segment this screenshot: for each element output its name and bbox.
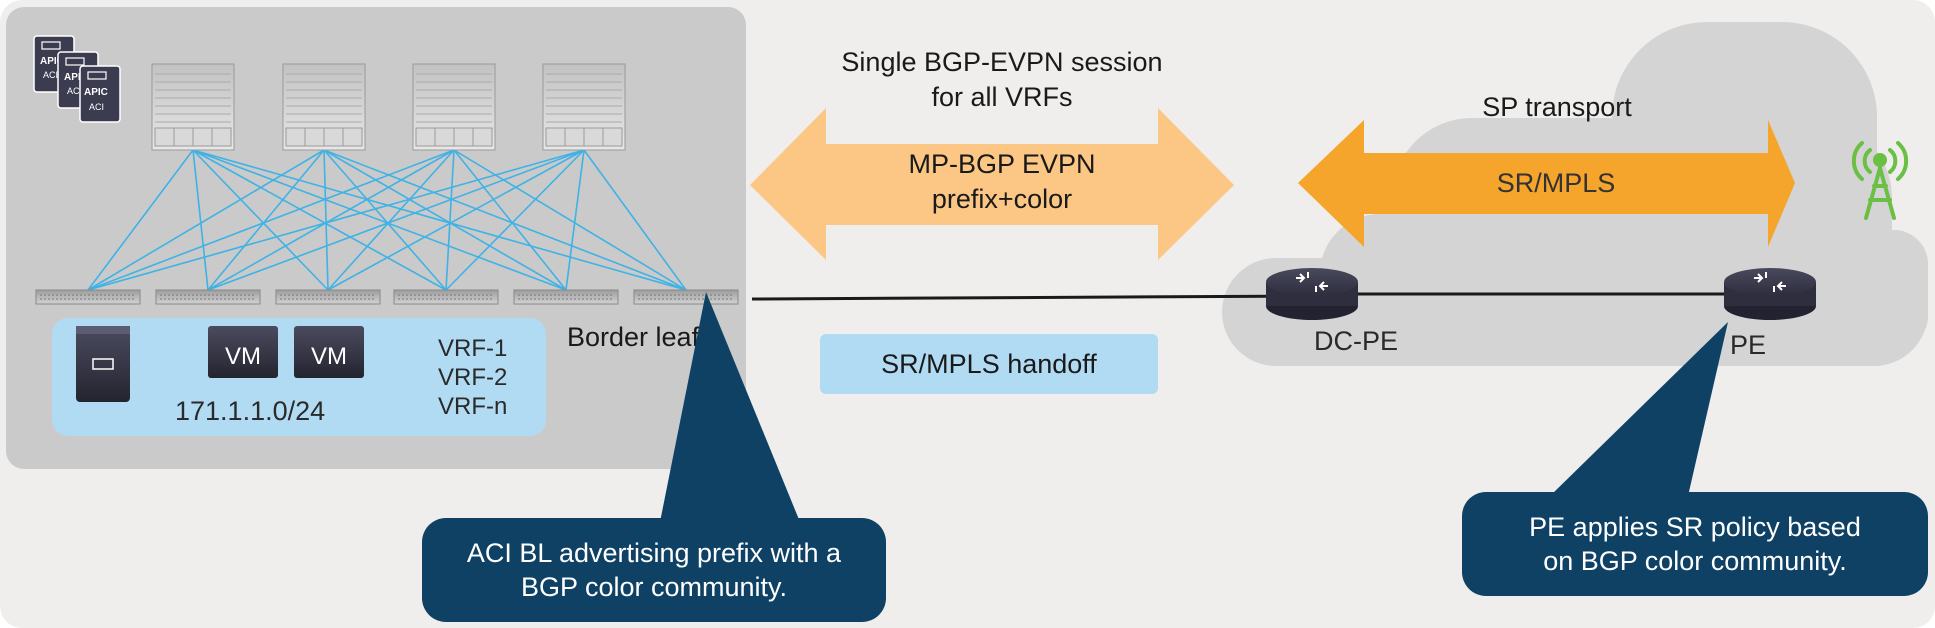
spine-switch-3 (412, 63, 496, 151)
left-callout-line2: BGP color community. (521, 572, 787, 602)
leaf-switch-4 (393, 289, 499, 305)
fabric-link-s3-l5 (453, 149, 567, 291)
evpn-label-line1: MP-BGP EVPN (908, 149, 1095, 179)
handoff-box (820, 334, 1158, 394)
fabric-link-s4-l1 (87, 149, 585, 291)
border-leaf-label: Border leaf (567, 322, 700, 352)
handoff-label: SR/MPLS handoff (881, 349, 1097, 379)
fabric-link-s3-l6 (453, 149, 687, 291)
border-leaf-switch (633, 289, 739, 305)
sp-transport-label: SP transport (1482, 92, 1632, 122)
aci-label-1: ACI (43, 70, 58, 80)
fabric-link-s4-l3 (327, 149, 585, 291)
fabric-link-s4-l2 (207, 149, 585, 291)
fabric-links (87, 149, 687, 291)
right-callout: PE applies SR policy based on BGP color … (1462, 322, 1928, 596)
right-callout-line2: on BGP color community. (1543, 546, 1847, 576)
left-callout: ACI BL advertising prefix with a BGP col… (422, 292, 886, 622)
sr-mpls-label: SR/MPLS (1497, 168, 1616, 198)
fabric-link-s1-l4 (192, 149, 447, 291)
sr-mpls-double-arrow (1298, 120, 1795, 247)
aci-label-3: ACI (89, 102, 104, 112)
fabric-link-s3-l4 (445, 149, 455, 291)
apic-controller-3: APIC ACI (79, 65, 121, 123)
vm-icon-2: VM (294, 326, 364, 378)
fabric-link-s4-l5 (565, 149, 585, 291)
vrf-label-3: VRF-n (438, 393, 507, 420)
session-label-line1: Single BGP-EVPN session (841, 47, 1162, 77)
fabric-link-s4-l6 (583, 149, 687, 291)
subnet-label: 171.1.1.0/24 (175, 396, 325, 426)
fabric-link-s3-l2 (207, 149, 455, 291)
left-callout-line1: ACI BL advertising prefix with a (467, 538, 842, 568)
fabric-link-s4-l4 (445, 149, 585, 291)
evpn-double-arrow (750, 108, 1234, 260)
evpn-label-line2: prefix+color (932, 184, 1072, 214)
dc-pe-router (1266, 268, 1358, 320)
fabric-link-s3-l3 (327, 149, 455, 291)
vm-label-2: VM (311, 343, 347, 370)
aci-label-2: ACI (67, 86, 82, 96)
fabric-link-s2-l3 (323, 149, 329, 291)
vm-label-1: VM (225, 343, 261, 370)
fabric-link-s1-l1 (87, 149, 194, 291)
session-label-line2: for all VRFs (931, 82, 1072, 112)
vm-icon-1: VM (208, 326, 278, 378)
apic-label-1: APIC (40, 56, 64, 67)
fabric-link-s1-l2 (192, 149, 209, 291)
fabric-link-s1-l3 (192, 149, 329, 291)
fabric-link-s1-l6 (192, 149, 687, 291)
vrf-label-2: VRF-2 (438, 364, 507, 391)
apic-label-2: APIC (64, 72, 88, 83)
pe-label: PE (1730, 330, 1766, 360)
fabric-link-s2-l6 (323, 149, 687, 291)
leaf-switch-3 (275, 289, 381, 305)
fabric-link-s1-l5 (192, 149, 567, 291)
server-icon (76, 326, 130, 402)
fabric-link-s2-l5 (323, 149, 567, 291)
apic-label-3: APIC (84, 87, 108, 98)
vrf-label-1: VRF-1 (438, 335, 507, 362)
spine-switch-2 (282, 63, 366, 151)
fabric-link-s2-l1 (87, 149, 325, 291)
right-callout-line1: PE applies SR policy based (1529, 512, 1861, 542)
leaf-switch-5 (513, 289, 619, 305)
leaf-switch-1 (35, 289, 141, 305)
handoff-link (751, 294, 1313, 301)
pe-router (1724, 268, 1816, 320)
fabric-link-s3-l1 (87, 149, 455, 291)
antenna-icon (1851, 141, 1909, 220)
leaf-switch-2 (155, 289, 261, 305)
spine-switch-1 (151, 63, 235, 151)
dc-pe-label: DC-PE (1314, 326, 1398, 356)
fabric-link-s2-l2 (207, 149, 325, 291)
fabric-link-s2-l4 (323, 149, 447, 291)
spine-switch-4 (542, 63, 626, 151)
